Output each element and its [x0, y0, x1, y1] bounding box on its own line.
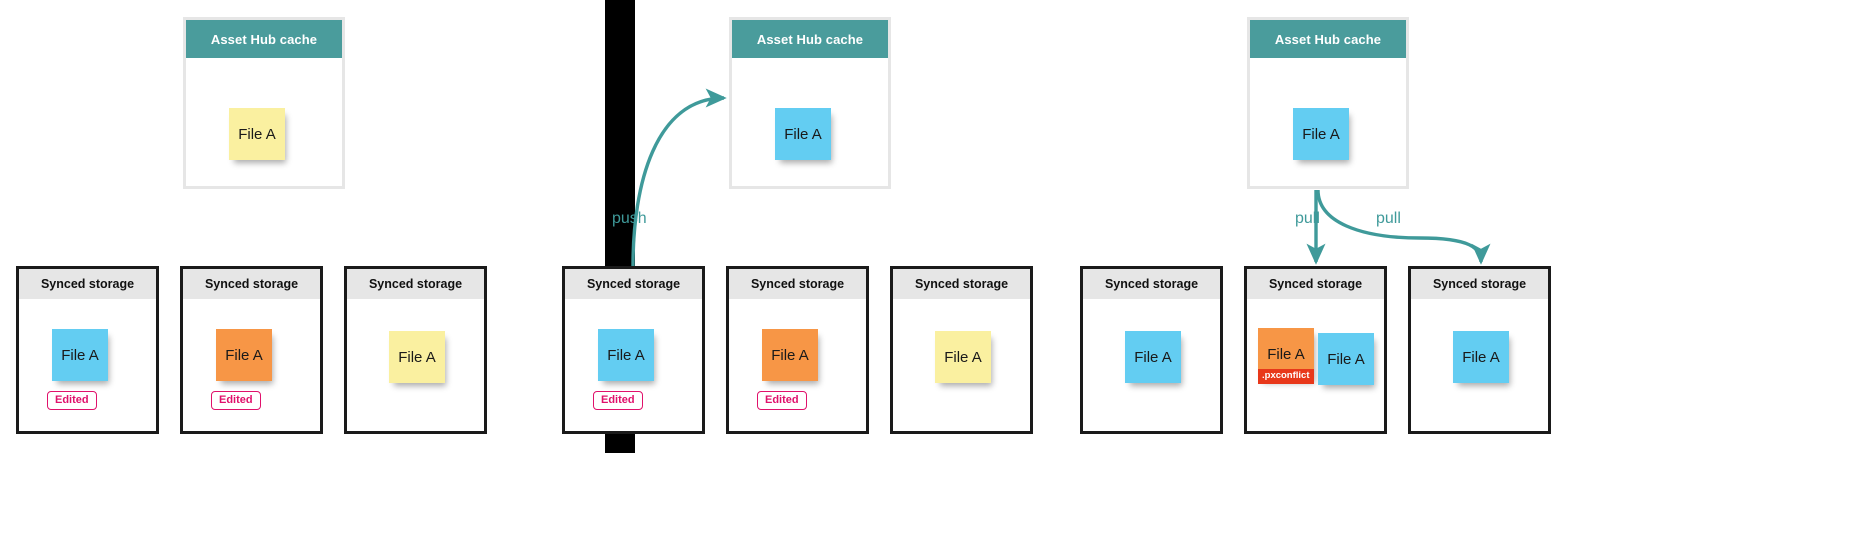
panel2-store1-edited-badge: Edited: [593, 391, 643, 410]
panel2-store2-note-file-a: File A: [762, 329, 818, 381]
panel2-synced-storage-1-body: File A Edited: [565, 299, 702, 431]
panel1-store1-edited-badge: Edited: [47, 391, 97, 410]
panel2-synced-storage-1-title: Synced storage: [565, 269, 702, 299]
panel1-synced-storage-2-card: Synced storage File A Edited: [180, 266, 323, 434]
panel3-synced-storage-1-title: Synced storage: [1083, 269, 1220, 299]
panel2-asset-hub-cache-body: File A: [732, 58, 888, 186]
panel1-synced-storage-3-body: File A: [347, 299, 484, 431]
panel3-asset-hub-cache-card: Asset Hub cache File A: [1247, 17, 1409, 189]
panel3-synced-storage-2-body: File A .pxconflict File A: [1247, 299, 1384, 431]
panel2-store1-note-label: File A: [607, 346, 645, 364]
panel3-synced-storage-2-title: Synced storage: [1247, 269, 1384, 299]
panel1-store1-note-file-a: File A: [52, 329, 108, 381]
panel3-store2-pxconflict-badge: .pxconflict: [1258, 369, 1314, 384]
panel1-store1-note-label: File A: [61, 346, 99, 364]
panel3-synced-storage-3-card: Synced storage File A: [1408, 266, 1551, 434]
panel1-asset-hub-cache-card: Asset Hub cache File A: [183, 17, 345, 189]
panel2-synced-storage-1-card: Synced storage File A Edited: [562, 266, 705, 434]
panel1-synced-storage-1-body: File A Edited: [19, 299, 156, 431]
panel3-synced-storage-3-body: File A: [1411, 299, 1548, 431]
panel1-synced-storage-3-title: Synced storage: [347, 269, 484, 299]
panel2-asset-hub-cache-card: Asset Hub cache File A: [729, 17, 891, 189]
panel1-store2-edited-badge: Edited: [211, 391, 261, 410]
panel2-store3-note-label: File A: [944, 348, 982, 366]
panel1-store3-note-label: File A: [398, 348, 436, 366]
panel2-hub-note-label: File A: [784, 125, 822, 143]
panel3-store1-note-label: File A: [1134, 348, 1172, 366]
panel3-store2-note-conflict-label: File A: [1267, 345, 1305, 363]
panel1-synced-storage-3-card: Synced storage File A: [344, 266, 487, 434]
panel3-synced-storage-1-card: Synced storage File A: [1080, 266, 1223, 434]
panel2-asset-hub-cache-title: Asset Hub cache: [732, 20, 888, 58]
panel1-store2-note-file-a: File A: [216, 329, 272, 381]
pull-arrow-label-1: pull: [1295, 210, 1320, 227]
panel2-store1-note-file-a: File A: [598, 329, 654, 381]
panel1-synced-storage-1-title: Synced storage: [19, 269, 156, 299]
panel3-synced-storage-1-body: File A: [1083, 299, 1220, 431]
panel2-hub-note-file-a: File A: [775, 108, 831, 160]
panel2-synced-storage-2-title: Synced storage: [729, 269, 866, 299]
panel2-store2-note-label: File A: [771, 346, 809, 364]
panel3-store2-note-file-a: File A: [1318, 333, 1374, 385]
pull-arrow-label-2: pull: [1376, 210, 1401, 227]
panel2-synced-storage-3-body: File A: [893, 299, 1030, 431]
panel1-hub-note-label: File A: [238, 125, 276, 143]
panel2-synced-storage-2-body: File A Edited: [729, 299, 866, 431]
panel1-synced-storage-1-card: Synced storage File A Edited: [16, 266, 159, 434]
panel1-synced-storage-2-body: File A Edited: [183, 299, 320, 431]
panel3-store2-note-label: File A: [1327, 350, 1365, 368]
panel1-hub-note-file-a: File A: [229, 108, 285, 160]
panel1-asset-hub-cache-title: Asset Hub cache: [186, 20, 342, 58]
panel2-synced-storage-3-card: Synced storage File A: [890, 266, 1033, 434]
panel3-synced-storage-3-title: Synced storage: [1411, 269, 1548, 299]
panel2-store3-note-file-a: File A: [935, 331, 991, 383]
push-arrow-path: [631, 88, 727, 267]
panel2-synced-storage-3-title: Synced storage: [893, 269, 1030, 299]
push-arrow-label: push: [612, 210, 647, 227]
panel3-asset-hub-cache-body: File A: [1250, 58, 1406, 186]
panel3-synced-storage-2-card: Synced storage File A .pxconflict File A: [1244, 266, 1387, 434]
panel3-store1-note-file-a: File A: [1125, 331, 1181, 383]
panel3-store3-note-label: File A: [1462, 348, 1500, 366]
panel1-asset-hub-cache-body: File A: [186, 58, 342, 186]
panel3-hub-note-file-a: File A: [1293, 108, 1349, 160]
panel2-synced-storage-2-card: Synced storage File A Edited: [726, 266, 869, 434]
panel1-store2-note-label: File A: [225, 346, 263, 364]
panel2-store2-edited-badge: Edited: [757, 391, 807, 410]
panel1-synced-storage-2-title: Synced storage: [183, 269, 320, 299]
panel1-store3-note-file-a: File A: [389, 331, 445, 383]
panel3-store3-note-file-a: File A: [1453, 331, 1509, 383]
panel3-hub-note-label: File A: [1302, 125, 1340, 143]
panel3-asset-hub-cache-title: Asset Hub cache: [1250, 20, 1406, 58]
